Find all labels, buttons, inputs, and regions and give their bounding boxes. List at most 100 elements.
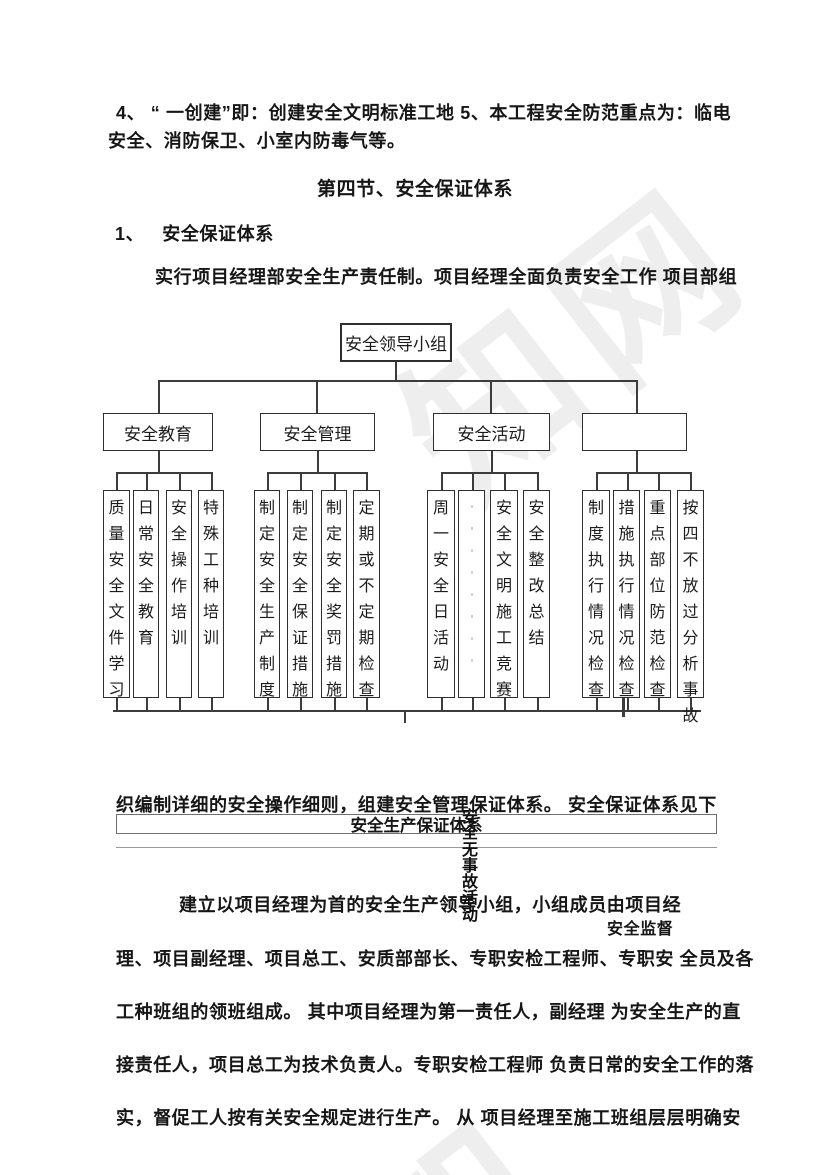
- chart-leaf-box: 质量安全文件学习: [103, 490, 130, 699]
- leaf-label: 安全文明施工竞赛: [495, 500, 512, 699]
- connector-line: [334, 698, 336, 711]
- connector-line: [490, 380, 492, 413]
- connector-line: [596, 472, 691, 474]
- connector-line: [158, 380, 160, 413]
- connector-line: [627, 698, 629, 711]
- chart-leaf-box: 重点部位防范检查: [644, 490, 671, 699]
- connector-line: [158, 451, 160, 472]
- chart-leaf-box: 制定安全生产制度: [254, 490, 280, 699]
- connector-line: [596, 698, 598, 711]
- chart-leaf-box: 周一安全日活动: [427, 490, 455, 698]
- connector-line: [211, 472, 213, 490]
- connector-line: [146, 698, 148, 711]
- paragraph-line: 4、 “ 一创建”即：创建安全文明标准工地 5、本工程安全防范重点为：临电: [116, 103, 732, 123]
- connector-line: [491, 451, 493, 472]
- chart-leaf-box: 制定安全奖罚措施: [321, 490, 347, 699]
- chart-branch-box-safety-activity: 安全活动: [433, 413, 550, 451]
- leaf-label: 制定安全生产制度: [258, 500, 275, 699]
- connector-line: [504, 472, 506, 490]
- chart-leaf-box: 措施执行情况检查: [613, 490, 640, 699]
- connector-line: [596, 472, 598, 490]
- leaf-label: 质量安全文件学习: [108, 500, 125, 699]
- connector-line: [636, 380, 638, 413]
- connector-line: [116, 472, 118, 490]
- connector-line: [146, 472, 148, 490]
- list-item-number: 1、: [115, 224, 145, 244]
- connector-line: [366, 698, 368, 711]
- chart-leaf-box: 按四不放过分析事故: [677, 490, 704, 725]
- chart-leaf-box: 特殊工种培训: [198, 490, 224, 698]
- connector-line: [267, 698, 269, 711]
- chart-root-box: 安全领导小组: [340, 323, 452, 362]
- connector-line: [179, 698, 181, 711]
- vertical-overlay-text: 安全无事故活动: [461, 809, 478, 924]
- connector-line: [300, 698, 302, 711]
- connector-line: [472, 698, 474, 711]
- connector-line: [441, 472, 538, 474]
- paragraph-line: 安全、消防保卫、小室内防毒气等。: [108, 131, 406, 151]
- connector-line: [316, 380, 318, 413]
- body-paragraph: 建立以项目经理为首的安全生产领导小组，小组成员由项目经: [179, 895, 682, 915]
- connector-line: [158, 380, 637, 382]
- connector-line: [116, 472, 212, 474]
- stray-rule-line: [116, 847, 717, 848]
- section-heading: 第四节、安全保证体系: [316, 179, 513, 200]
- body-paragraph: 接责任人，项目总工为技术负责人。专职安检工程师 负责日常的安全工作的落: [116, 1055, 754, 1075]
- chart-leaf-box: 制度执行情况检查: [582, 490, 610, 699]
- leaf-label: 日常安全教育: [137, 500, 154, 647]
- body-paragraph: 工种班组的领班组成。 其中项目经理为第一责任人，副经理 为安全生产的直: [116, 1002, 741, 1022]
- list-item: 1、安全保证体系: [115, 220, 274, 246]
- connector-line: [636, 451, 638, 472]
- leaf-label: 定期或不定期检查: [358, 500, 375, 699]
- chart-branch-box-safety-management: 安全管理: [260, 413, 375, 451]
- connector-line: [622, 698, 625, 717]
- chart-leaf-box-empty: [458, 490, 485, 698]
- bridge-paragraph: 织编制详细的安全操作细则，组建安全管理保证体系。 安全保证体系见下: [116, 795, 717, 815]
- connector-line: [300, 472, 302, 490]
- leaf-label: 制定安全奖罚措施: [325, 500, 342, 699]
- leaf-label: 安全整改总结: [528, 500, 545, 647]
- connector-line: [690, 698, 692, 711]
- connector-line: [627, 472, 629, 490]
- connector-line: [211, 698, 213, 711]
- connector-line: [267, 472, 269, 490]
- leaf-label: 安全操作培训: [170, 500, 187, 647]
- chart-branch-box-empty: [582, 413, 687, 451]
- connector-line: [334, 472, 336, 490]
- leaf-label: 重点部位防范检查: [649, 500, 666, 699]
- leaf-label: 制度执行情况检查: [587, 500, 604, 699]
- body-paragraph: 实，督促工人按有关安全规定进行生产。 从 项目经理至施工班组层层明确安: [116, 1108, 741, 1128]
- leaf-label: 措施执行情况检查: [618, 500, 635, 699]
- connector-line: [113, 710, 701, 712]
- connector-line: [441, 472, 443, 490]
- connector-line: [690, 472, 692, 490]
- connector-line: [658, 698, 660, 711]
- connector-line: [404, 710, 406, 723]
- assurance-system-title-box: 安全生产保证体系: [116, 814, 717, 835]
- leaf-label: 按四不放过分析事故: [682, 500, 699, 725]
- chart-branch-box-safety-education: 安全教育: [103, 413, 213, 451]
- leaf-label: 制定安全保证措施: [291, 500, 308, 699]
- chart-leaf-box: 安全整改总结: [523, 490, 550, 698]
- connector-line: [504, 698, 506, 711]
- body-paragraph: 理、项目副经理、项目总工、安质部部长、专职安检工程师、专职安 全员及各: [116, 949, 754, 969]
- connector-line: [472, 472, 474, 490]
- connector-line: [179, 472, 181, 490]
- connector-line: [395, 362, 397, 380]
- list-item-title: 安全保证体系: [162, 224, 274, 244]
- connector-line: [116, 698, 118, 711]
- connector-line: [366, 472, 368, 490]
- intro-paragraph: 实行项目经理部安全生产责任制。项目经理全面负责安全工作 项目部组: [155, 267, 738, 287]
- leaf-label: 周一安全日活动: [432, 500, 449, 673]
- connector-line: [537, 472, 539, 490]
- leaf-label: 特殊工种培训: [202, 500, 219, 647]
- connector-line: [317, 451, 319, 472]
- connector-line: [267, 472, 367, 474]
- chart-leaf-box: 制定安全保证措施: [287, 490, 313, 699]
- chart-leaf-box: 安全操作培训: [166, 490, 192, 698]
- connector-line: [441, 698, 443, 711]
- chart-leaf-box: 定期或不定期检查: [353, 490, 380, 699]
- chart-leaf-box: 安全文明施工竞赛: [490, 490, 518, 699]
- chart-leaf-box: 日常安全教育: [133, 490, 159, 698]
